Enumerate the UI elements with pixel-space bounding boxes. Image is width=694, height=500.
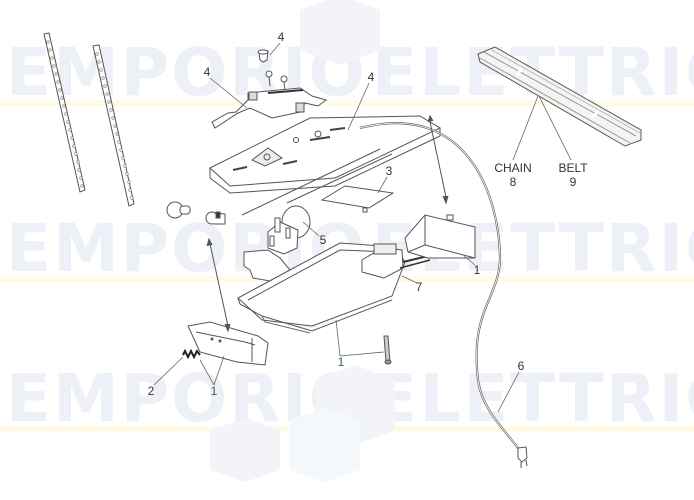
rail-number-belt: 9 xyxy=(569,175,577,189)
part-label-6: 6 xyxy=(517,359,525,373)
long-screw-icon xyxy=(383,335,392,365)
part-label-4-baseplate: 4 xyxy=(367,70,375,84)
transformer-icon xyxy=(361,243,433,279)
circuit-card-icon xyxy=(320,185,395,213)
part-label-4-pin: 4 xyxy=(277,30,285,44)
part-label-5: 5 xyxy=(319,233,327,247)
part-label-7: 7 xyxy=(415,280,423,294)
rail-caption-chain: CHAIN xyxy=(494,161,532,175)
part-label-1-cover: 1 xyxy=(473,263,481,277)
part-label-2: 2 xyxy=(147,384,155,398)
watermark-row-3: EMPORIO ELETTRICO xyxy=(0,364,694,434)
double-arrow-icon xyxy=(206,237,231,333)
part-label-4-bracket: 4 xyxy=(203,65,211,79)
base-plate-icon xyxy=(209,115,442,194)
spring-icon xyxy=(182,348,201,360)
rail-icon xyxy=(477,46,642,147)
watermark-band xyxy=(0,100,694,106)
side-cover-icon xyxy=(404,214,476,259)
lens-cover-icon xyxy=(187,321,269,366)
part-label-3: 3 xyxy=(385,164,393,178)
motor-icon xyxy=(267,205,311,255)
perforated-strap-icon xyxy=(43,32,86,193)
watermark-elettrico: ELETTRICO xyxy=(372,360,694,437)
part-label-1-lens: 1 xyxy=(210,384,218,398)
rail-number-chain: 8 xyxy=(509,175,517,189)
part-label-1-screw: 1 xyxy=(337,355,345,369)
rail-caption-belt: BELT xyxy=(558,161,588,175)
lamp-socket-icon xyxy=(205,211,226,225)
double-arrow-icon xyxy=(427,114,449,205)
perforated-strap-icon xyxy=(92,44,135,207)
power-cable-icon xyxy=(359,122,528,468)
mounting-bracket-icon xyxy=(211,87,328,129)
light-bulb-icon xyxy=(166,201,191,219)
screw-icon xyxy=(265,70,288,92)
pin-icon xyxy=(257,49,269,63)
leader-lines xyxy=(153,42,572,413)
